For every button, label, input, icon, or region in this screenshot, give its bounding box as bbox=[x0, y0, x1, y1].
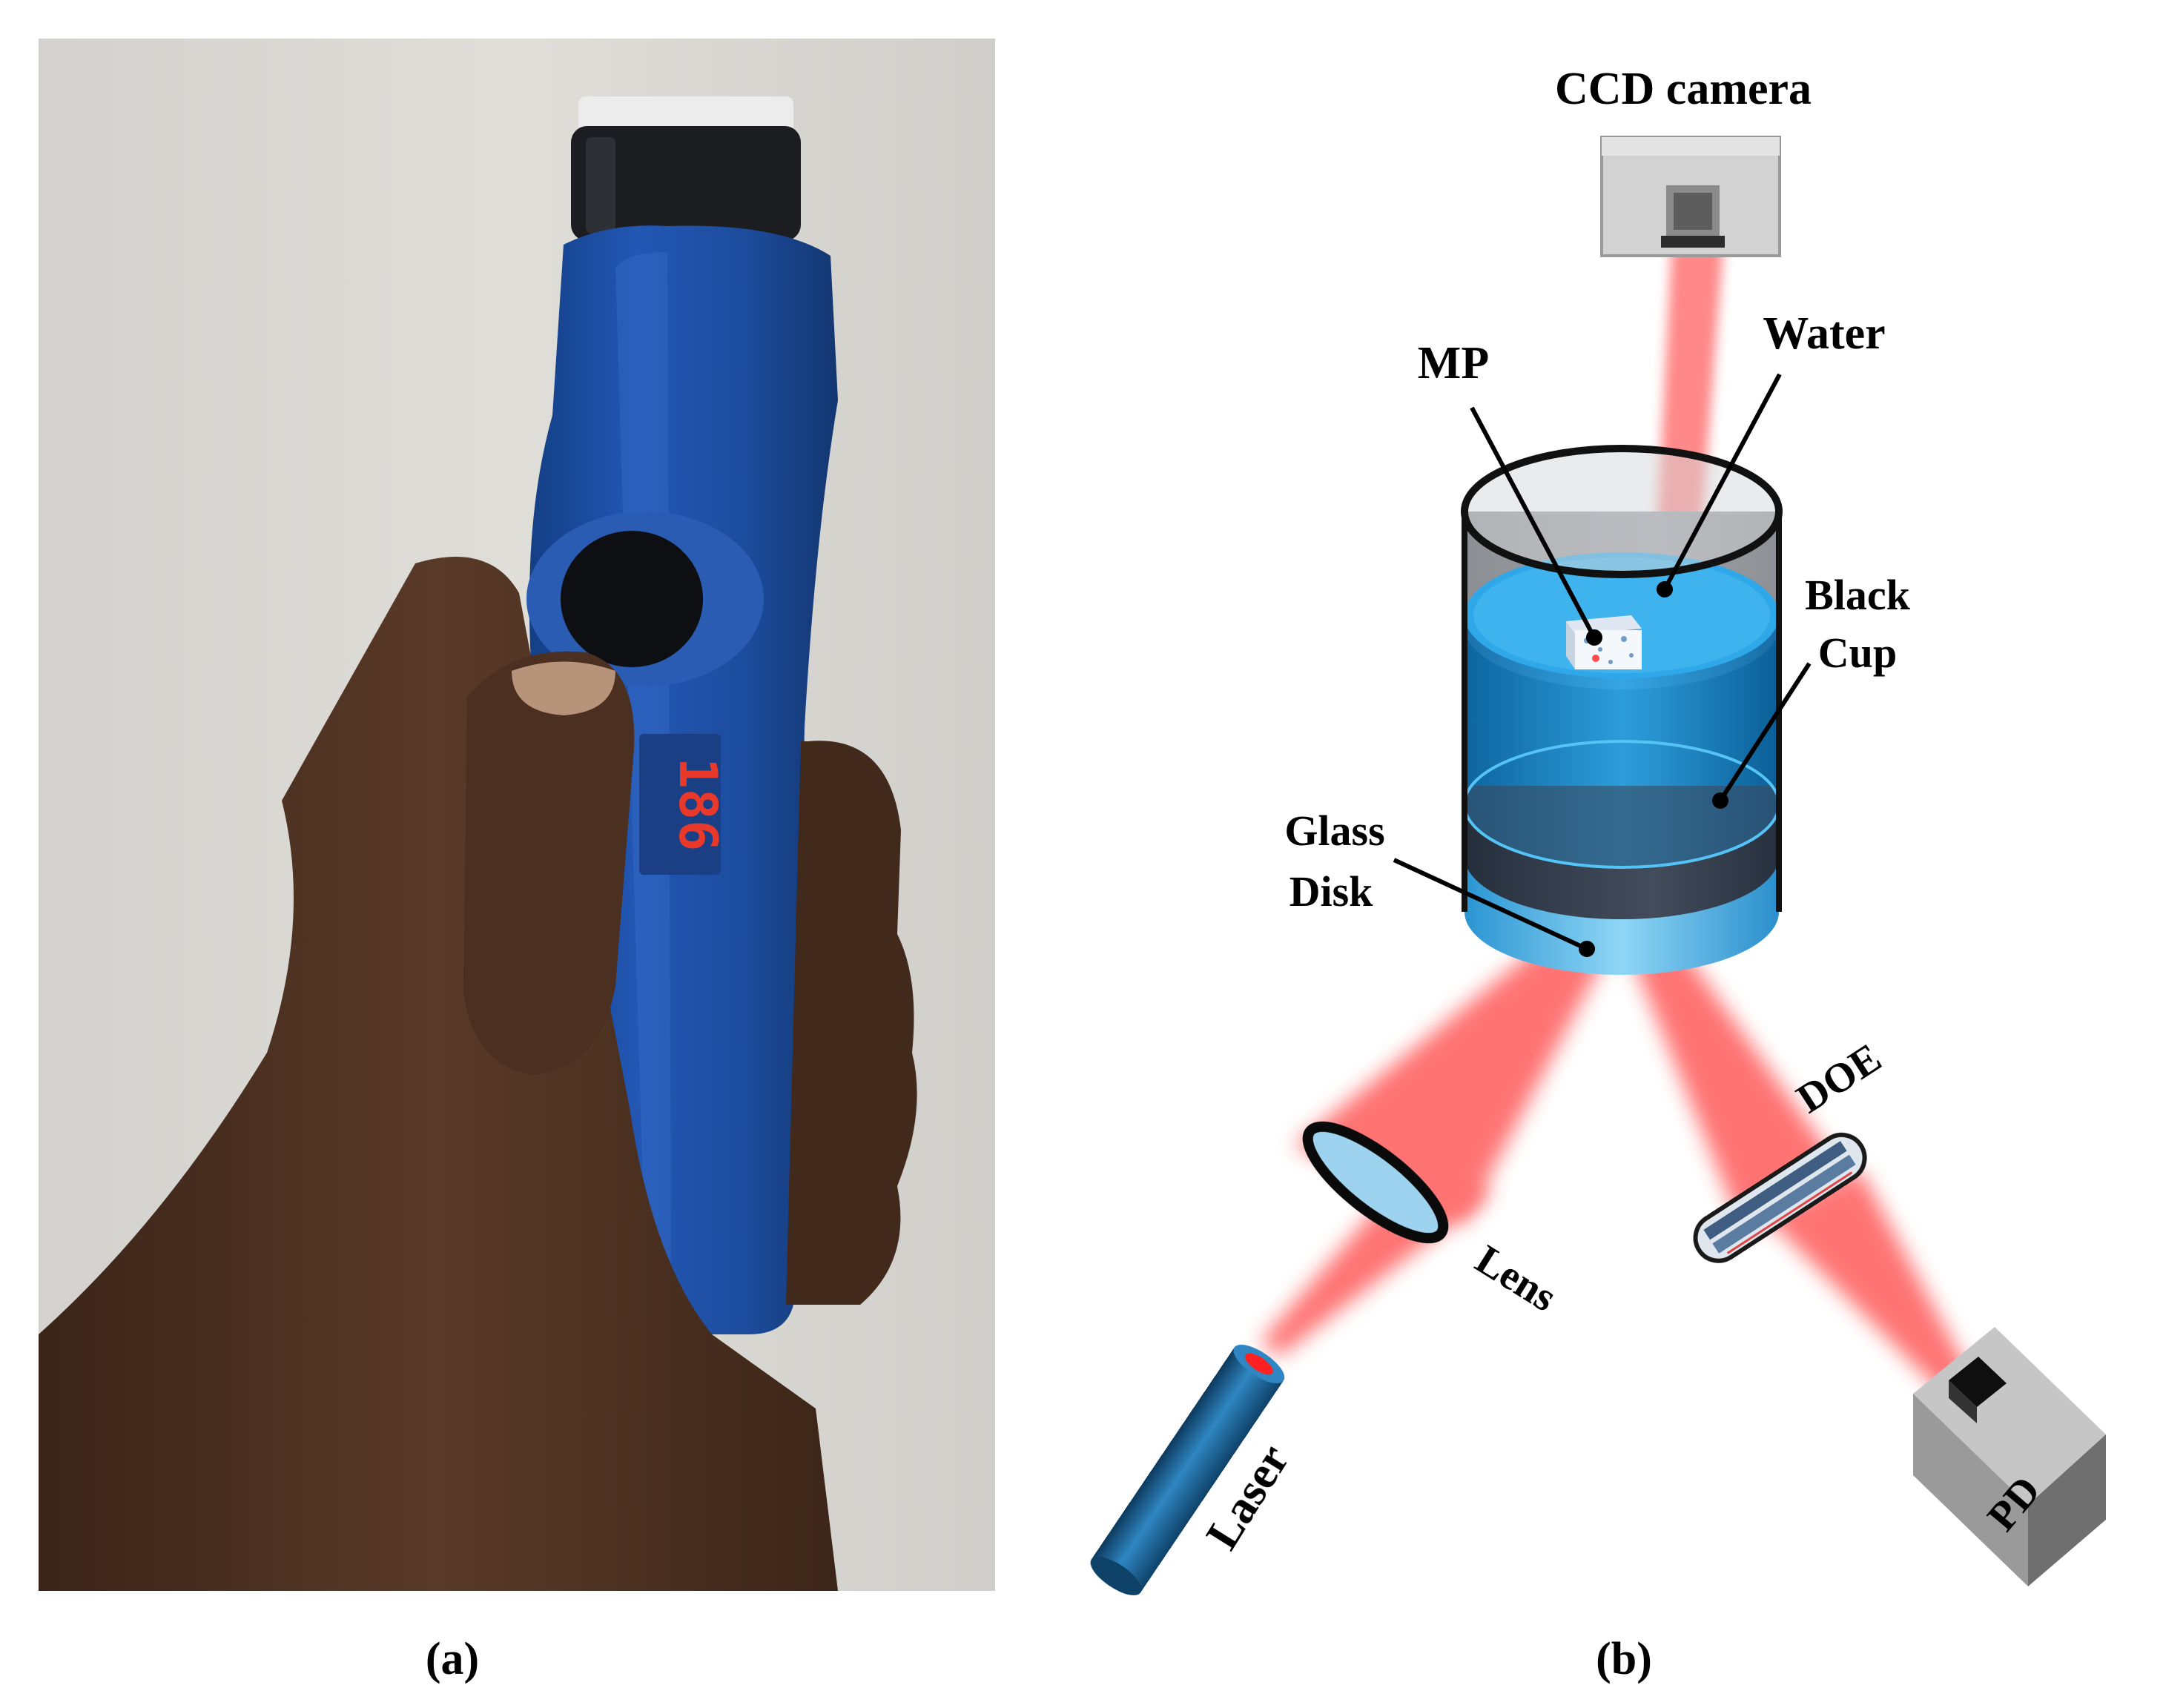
lens bbox=[1302, 1121, 1449, 1244]
ccd-camera bbox=[1600, 136, 1781, 257]
doe bbox=[1693, 1132, 1867, 1263]
laser-source bbox=[1090, 1344, 1285, 1595]
device-display: 186 bbox=[639, 734, 728, 875]
device-button bbox=[561, 531, 703, 667]
hand-fingers bbox=[786, 741, 917, 1305]
caption-a: (a) bbox=[426, 1634, 479, 1684]
label-lens: Lens bbox=[1467, 1237, 1565, 1321]
caption-b: (b) bbox=[1596, 1634, 1652, 1684]
label-mp: MP bbox=[1418, 338, 1489, 388]
leader-water bbox=[1662, 373, 1782, 591]
label-glass-disk-1: Glass bbox=[1284, 807, 1384, 855]
hand bbox=[39, 557, 838, 1591]
panel-a-photo: 186 bbox=[39, 39, 995, 1591]
panel-b-diagram: CCD camera bbox=[1090, 64, 2106, 1595]
label-water: Water bbox=[1763, 308, 1885, 359]
display-reading: 186 bbox=[667, 758, 728, 851]
mp-sample bbox=[1566, 615, 1642, 669]
cup-lower-section bbox=[1464, 786, 1779, 919]
label-glass-disk-2: Disk bbox=[1289, 867, 1374, 916]
water-surface-shine bbox=[1473, 557, 1770, 673]
leader-glass-disk-dot bbox=[1579, 941, 1595, 957]
leader-glass-disk bbox=[1393, 858, 1588, 951]
leader-water-dot bbox=[1657, 581, 1673, 598]
black-cup bbox=[1461, 445, 1783, 975]
beam-doe-to-pd bbox=[1765, 1171, 1972, 1394]
pd-detector bbox=[1913, 1327, 2106, 1586]
label-black-cup-2: Cup bbox=[1818, 629, 1897, 677]
label-black-cup-1: Black bbox=[1805, 571, 1911, 619]
thumbnail bbox=[512, 661, 615, 715]
leader-lines bbox=[1393, 373, 1812, 957]
label-doe: DOE bbox=[1789, 1035, 1889, 1122]
leader-black-cup-dot bbox=[1712, 792, 1728, 809]
hand-thumb bbox=[463, 651, 635, 1075]
leader-mp-dot bbox=[1586, 629, 1602, 646]
label-ccd-camera: CCD camera bbox=[1555, 64, 1812, 114]
device-cap bbox=[571, 96, 801, 241]
leader-mp bbox=[1470, 406, 1596, 639]
leader-black-cup bbox=[1718, 662, 1812, 802]
